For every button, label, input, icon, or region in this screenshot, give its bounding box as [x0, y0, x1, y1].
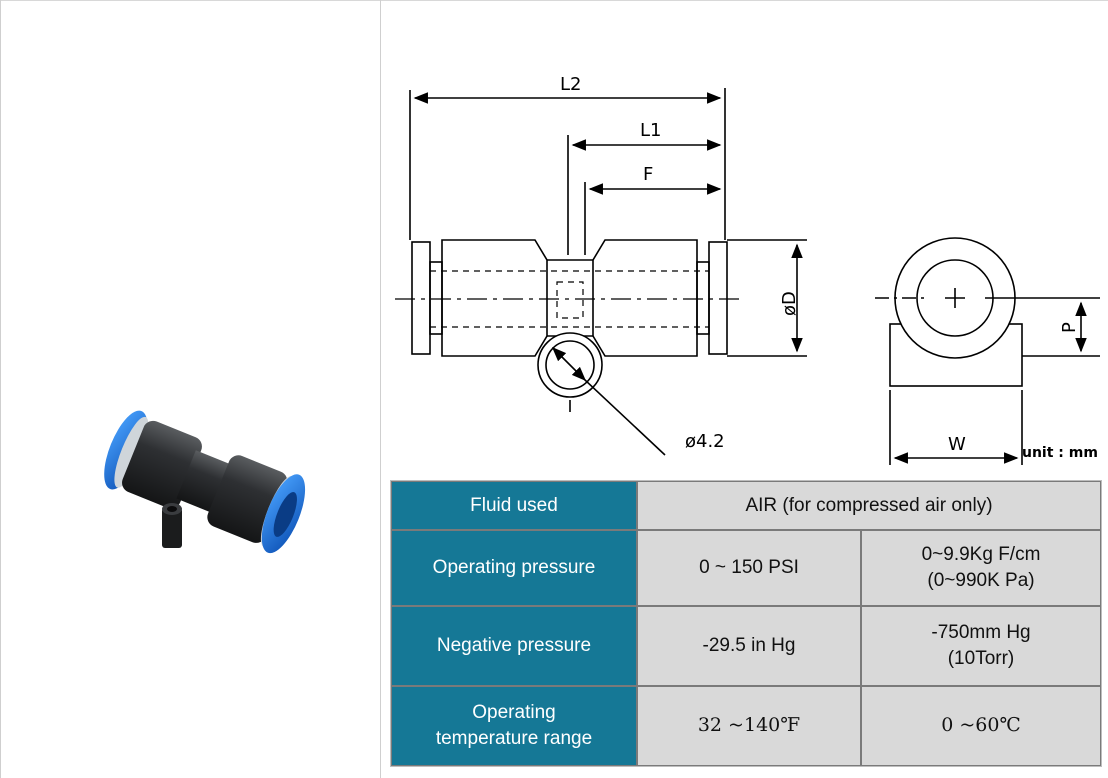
left-border	[0, 0, 1, 778]
operating-pressure-imperial: 0 ~ 150 PSI	[637, 530, 861, 606]
label-p: P	[1059, 322, 1080, 333]
label-od: øD	[779, 291, 800, 316]
fluid-used-label: Fluid used	[391, 481, 637, 530]
operating-pressure-metric-line1: 0~9.9Kg F/cm	[921, 544, 1041, 566]
negative-pressure-label: Negative pressure	[391, 606, 637, 686]
unit-label: unit : mm	[1022, 445, 1098, 461]
temperature-label-line1: Operating	[472, 702, 556, 724]
operating-pressure-metric: 0~9.9Kg F/cm (0~990K Pa)	[861, 530, 1101, 606]
label-l2: L2	[560, 74, 581, 95]
dimension-drawing: L2 L1 F øD ø4.2 P W	[395, 74, 1100, 465]
negative-pressure-metric-line2: (10Torr)	[947, 648, 1015, 669]
temperature-label-line2: temperature range	[435, 728, 593, 749]
fluid-used-value: AIR (for compressed air only)	[637, 481, 1101, 530]
negative-pressure-metric: -750mm Hg (10Torr)	[861, 606, 1101, 686]
table-row: Operating temperature range 32 ~140℉ 0 ~…	[391, 686, 1101, 766]
temperature-metric: 0 ~60℃	[861, 686, 1101, 766]
temperature-imperial: 32 ~140℉	[637, 686, 861, 766]
spec-table: Fluid used AIR (for compressed air only)…	[390, 480, 1102, 767]
negative-pressure-imperial: -29.5 in Hg	[637, 606, 861, 686]
product-photo	[104, 410, 306, 554]
operating-pressure-label: Operating pressure	[391, 530, 637, 606]
label-f: F	[643, 164, 653, 185]
temperature-range-label: Operating temperature range	[391, 686, 637, 766]
label-w: W	[948, 434, 966, 455]
label-l1: L1	[640, 120, 661, 141]
label-hole: ø4.2	[685, 431, 725, 452]
column-divider	[380, 0, 381, 778]
table-row: Negative pressure -29.5 in Hg -750mm Hg …	[391, 606, 1101, 686]
table-row: Fluid used AIR (for compressed air only)	[391, 481, 1101, 530]
table-row: Operating pressure 0 ~ 150 PSI 0~9.9Kg F…	[391, 530, 1101, 606]
negative-pressure-metric-line1: -750mm Hg	[931, 622, 1031, 644]
operating-pressure-metric-line2: (0~990K Pa)	[927, 570, 1035, 591]
